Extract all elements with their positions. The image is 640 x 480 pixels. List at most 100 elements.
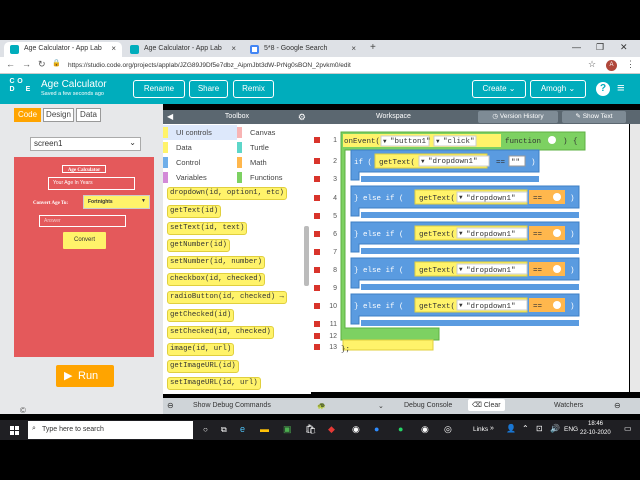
tab-code[interactable]: Code: [14, 108, 41, 122]
value-slot-icon[interactable]: [553, 265, 561, 273]
app-icon[interactable]: ▣: [283, 424, 292, 434]
whatsapp-icon[interactable]: ●: [398, 424, 404, 434]
notification-icon[interactable]: ▭: [624, 424, 632, 433]
dropdown-id-param[interactable]: [418, 155, 490, 167]
edge-icon[interactable]: e: [240, 424, 246, 434]
taskbar-search-input[interactable]: ⌕ Type here to search: [28, 421, 193, 439]
browser-tab[interactable]: Age Calculator - App Lab ×: [124, 42, 242, 57]
function-toggle-icon[interactable]: [548, 136, 556, 144]
task-view-icon[interactable]: ⧉: [221, 425, 227, 434]
help-icon[interactable]: ?: [596, 82, 610, 96]
star-icon[interactable]: ☆: [588, 59, 597, 69]
code-org-logo[interactable]: C O D E: [8, 78, 32, 102]
rename-button[interactable]: Rename: [133, 80, 185, 98]
toolbox-block[interactable]: image(id, url): [167, 343, 235, 356]
close-icon[interactable]: ×: [111, 44, 116, 53]
dropdown-id-param[interactable]: [456, 227, 528, 239]
chrome-icon[interactable]: ◉: [352, 424, 360, 434]
minimize-icon[interactable]: —: [572, 42, 581, 52]
dropdown-id-param[interactable]: [456, 263, 528, 275]
value-slot-icon[interactable]: [553, 193, 561, 201]
category-functions[interactable]: Functions: [237, 170, 311, 185]
close-icon[interactable]: ×: [231, 44, 236, 53]
forward-icon[interactable]: →: [22, 59, 31, 69]
function-param[interactable]: [502, 135, 582, 147]
breakpoint-marker[interactable]: [314, 231, 320, 237]
share-button[interactable]: Share: [189, 80, 228, 98]
toolbox-block[interactable]: getImageURL(id): [167, 360, 239, 373]
file-explorer-icon[interactable]: ▬: [260, 424, 269, 434]
value-slot-icon[interactable]: [553, 301, 561, 309]
app-icon[interactable]: ◎: [444, 424, 452, 434]
category-canvas[interactable]: Canvas: [237, 125, 311, 140]
profile-avatar[interactable]: A: [606, 60, 617, 71]
back-icon[interactable]: ←: [6, 59, 15, 69]
breakpoint-marker[interactable]: [314, 213, 320, 219]
breakpoint-marker[interactable]: [314, 249, 320, 255]
network-icon[interactable]: ⊡: [536, 424, 543, 433]
menu-dots-icon[interactable]: ⋮: [626, 59, 635, 69]
show-text-button[interactable]: ✎ Show Text: [562, 111, 626, 123]
new-tab-button[interactable]: +: [370, 42, 376, 53]
string-param[interactable]: [508, 155, 526, 167]
breakpoint-marker[interactable]: [314, 176, 320, 182]
create-dropdown[interactable]: Create ⌄: [472, 80, 526, 98]
convert-dropdown[interactable]: Fortnights▼: [83, 195, 150, 209]
breakpoint-marker[interactable]: [314, 137, 320, 143]
tab-design[interactable]: Design: [43, 108, 74, 122]
category-ui-controls[interactable]: UI controls: [163, 125, 237, 140]
close-icon[interactable]: ×: [351, 44, 356, 53]
person-icon[interactable]: 👤: [506, 424, 516, 433]
watchers-toggle-icon[interactable]: ⊖: [614, 401, 621, 410]
clear-console-button[interactable]: ⌫ Clear: [468, 399, 505, 411]
toolbox-block[interactable]: checkbox(id, checked): [167, 273, 265, 286]
convert-button[interactable]: Convert: [63, 232, 106, 249]
breakpoint-marker[interactable]: [314, 333, 320, 339]
hamburger-menu-icon[interactable]: ≡: [617, 80, 625, 95]
windows-start-icon[interactable]: [10, 426, 19, 435]
breakpoint-marker[interactable]: [314, 303, 320, 309]
dropdown-id-param[interactable]: [456, 191, 528, 203]
age-input[interactable]: Your Age In Years: [48, 177, 135, 190]
turtle-speed-icon[interactable]: 🐢: [317, 403, 326, 410]
toolbox-block[interactable]: setNumber(id, number): [167, 256, 265, 269]
collapse-icon[interactable]: ◀: [167, 112, 174, 121]
toolbox-block[interactable]: setChecked(id, checked): [167, 326, 274, 339]
clock-time[interactable]: 18:46: [588, 421, 604, 427]
zoom-icon[interactable]: ●: [374, 424, 380, 434]
volume-icon[interactable]: 🔊: [550, 424, 560, 433]
chrome-icon[interactable]: ◉: [421, 424, 429, 434]
category-math[interactable]: Math: [237, 155, 311, 170]
button-id-param[interactable]: [380, 135, 430, 147]
breakpoint-marker[interactable]: [314, 267, 320, 273]
gear-icon[interactable]: ⚙: [297, 112, 306, 122]
cortana-icon[interactable]: ○: [203, 425, 208, 434]
onevent-end[interactable]: [342, 339, 434, 351]
clock-date[interactable]: 22-10-2020: [580, 430, 611, 436]
close-window-icon[interactable]: ✕: [620, 42, 628, 52]
version-history-button[interactable]: ◷ Version History: [478, 111, 558, 123]
toolbox-block[interactable]: radioButton(id, checked) →: [167, 291, 287, 304]
category-control[interactable]: Control: [163, 155, 237, 170]
workspace-scrollbar[interactable]: [630, 124, 640, 392]
tab-data[interactable]: Data: [76, 108, 101, 122]
chevron-up-icon[interactable]: ⌃: [522, 424, 529, 433]
dropdown-id-param[interactable]: [456, 299, 528, 311]
toolbox-block[interactable]: getChecked(id): [167, 309, 235, 322]
toolbox-scrollbar[interactable]: [304, 226, 309, 286]
toolbox-block[interactable]: getText(id): [167, 205, 222, 218]
chevron-down-icon[interactable]: ⌄: [378, 403, 384, 410]
screen-selector[interactable]: screen1 ⌄: [30, 137, 141, 151]
toolbox-block[interactable]: setText(id, text): [167, 222, 248, 235]
url-field[interactable]: https://studio.code.org/projects/applab/…: [68, 62, 351, 69]
browser-tab[interactable]: 5*8 - Google Search ×: [244, 42, 362, 57]
breakpoint-marker[interactable]: [314, 195, 320, 201]
code-blocks-canvas[interactable]: onEvent( ▼ "button1" ▼ "click" function …: [339, 124, 629, 392]
breakpoint-marker[interactable]: [314, 285, 320, 291]
value-slot-icon[interactable]: [553, 229, 561, 237]
reload-icon[interactable]: ↻: [38, 59, 46, 69]
block-workspace[interactable]: onEvent( ▼ "button1" ▼ "click" function …: [339, 124, 629, 392]
show-debug-commands[interactable]: Show Debug Commands: [193, 402, 271, 409]
toolbox-block[interactable]: getNumber(id): [167, 239, 230, 252]
answer-field[interactable]: Answer: [39, 215, 126, 227]
